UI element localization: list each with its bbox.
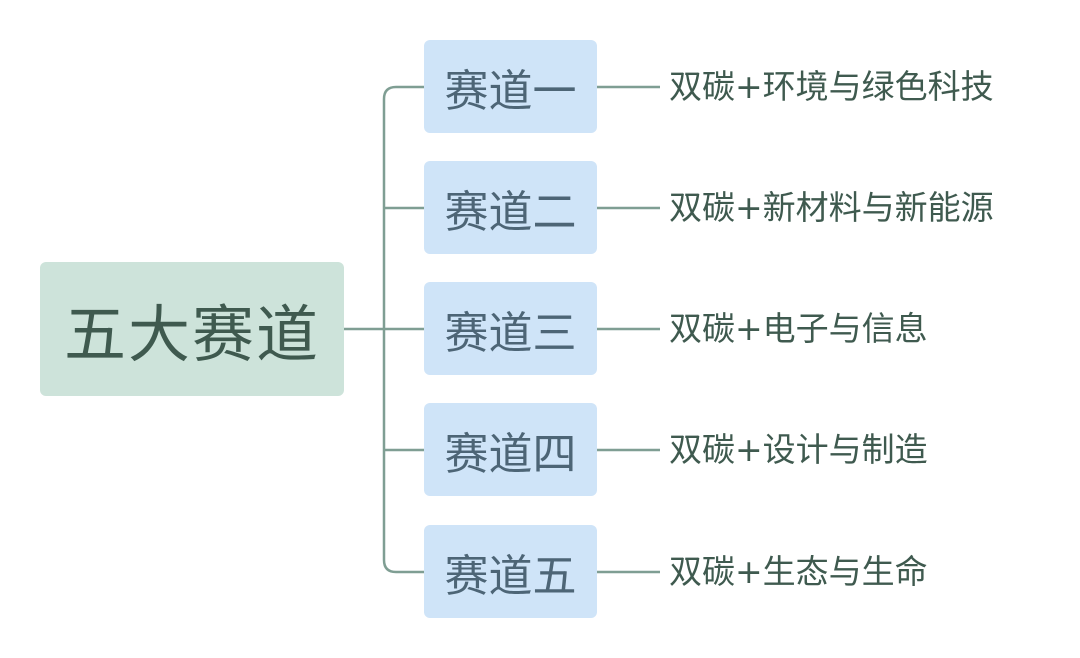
track-desc-2: 双碳+新材料与新能源 (669, 188, 994, 227)
track-desc-5: 双碳+生态与生命 (669, 552, 928, 591)
track-label: 赛道一 (444, 65, 577, 117)
track-node-4[interactable]: 赛道四 (424, 403, 597, 496)
root-label: 五大赛道 (63, 298, 320, 371)
track-label: 赛道二 (444, 186, 577, 238)
track-label: 赛道三 (444, 307, 577, 359)
track-desc-4: 双碳+设计与制造 (669, 430, 928, 469)
track-node-1[interactable]: 赛道一 (424, 40, 597, 133)
track-node-2[interactable]: 赛道二 (424, 161, 597, 254)
track-label: 赛道五 (444, 550, 577, 602)
track-node-5[interactable]: 赛道五 (424, 525, 597, 618)
track-desc-1: 双碳+环境与绿色科技 (669, 67, 994, 106)
track-node-3[interactable]: 赛道三 (424, 282, 597, 375)
track-label: 赛道四 (444, 428, 577, 480)
root-node[interactable]: 五大赛道 (40, 262, 344, 396)
track-desc-3: 双碳+电子与信息 (669, 309, 928, 348)
